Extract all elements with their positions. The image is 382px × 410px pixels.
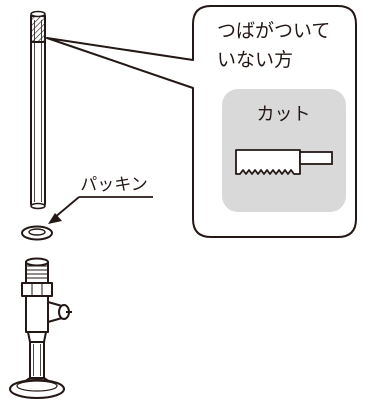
- stop-valve-icon: [9, 257, 72, 399]
- packing-ring-icon: [21, 225, 53, 241]
- callout-text-line2: いない方: [217, 49, 293, 71]
- packing-leader: [48, 196, 153, 224]
- packing-label: パッキン: [80, 175, 148, 195]
- pipe-icon: [30, 15, 46, 210]
- cut-label: カット: [257, 104, 311, 125]
- pipe-cut-end: [30, 10, 46, 43]
- saw-icon: [235, 149, 333, 175]
- callout-text-line1: つばがついて: [217, 20, 330, 42]
